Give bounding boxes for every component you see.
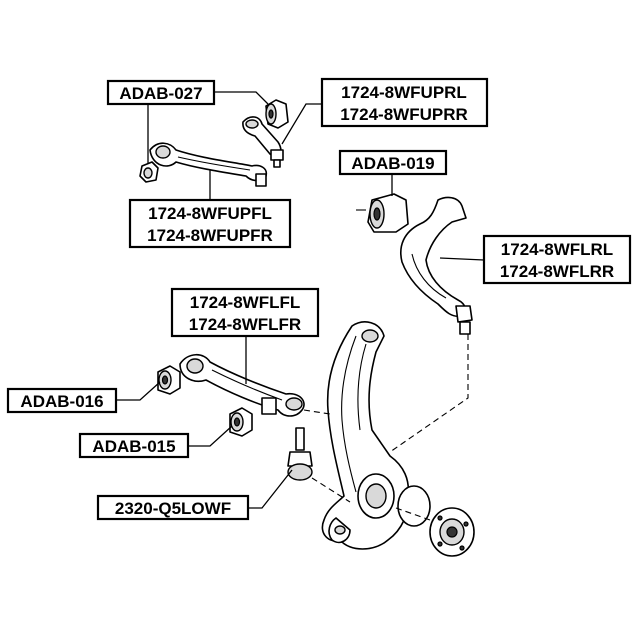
dash-line-3 — [303, 409, 331, 415]
lower-front-bushing-016 — [157, 365, 181, 395]
label-lower-front-arm: 1724-8WFLFL 1724-8WFLFR — [170, 287, 320, 338]
label-upper-front-arm: 1724-8WFUPFL 1724-8WFUPFR — [128, 198, 292, 249]
label-upper-rear-l-text: 1724-8WFUPRL — [341, 83, 467, 102]
label-upper-rear-r-text: 1724-8WFUPRR — [340, 105, 468, 124]
leader-adab-027-top — [214, 91, 269, 105]
label-upper-front-r-text: 1724-8WFUPFR — [147, 226, 273, 245]
label-adab-019: ADAB-019 — [338, 149, 448, 176]
ball-joint — [287, 427, 313, 481]
leader-upper-rear — [281, 103, 322, 145]
label-adab-015-text: ADAB-015 — [92, 437, 175, 456]
label-adab-016-text: ADAB-016 — [20, 392, 103, 411]
leader-lower-rear — [439, 257, 485, 261]
lower-front-bushing-015 — [229, 407, 253, 437]
lower-rear-bushing — [356, 193, 409, 233]
upper-rear-arm — [242, 116, 284, 168]
label-lower-rear-arm: 1724-8WFLRL 1724-8WFLRR — [482, 234, 632, 285]
label-adab-027: ADAB-027 — [106, 79, 216, 106]
lower-front-arm — [179, 353, 305, 417]
label-upper-rear-arm: 1724-8WFUPRL 1724-8WFUPRR — [320, 77, 489, 128]
leader-adab-016 — [116, 381, 161, 401]
label-adab-015: ADAB-015 — [78, 432, 190, 459]
label-adab-019-text: ADAB-019 — [351, 154, 434, 173]
label-upper-front-l-text: 1724-8WFUPFL — [148, 204, 272, 223]
upper-bushing-top — [265, 99, 289, 129]
dash-line-1 — [389, 334, 469, 453]
wheel-hub — [397, 485, 475, 557]
label-ball-joint-text: 2320-Q5LOWF — [115, 499, 231, 518]
label-adab-027-text: ADAB-027 — [119, 84, 202, 103]
steering-knuckle — [321, 321, 410, 550]
label-lower-rear-l-text: 1724-8WFLRL — [501, 240, 613, 259]
leader-adab-015 — [188, 425, 233, 447]
label-adab-016: ADAB-016 — [6, 387, 118, 414]
dash-line-4 — [395, 507, 431, 521]
lower-rear-arm — [400, 196, 473, 335]
upper-bushing-left — [139, 161, 159, 183]
label-ball-joint: 2320-Q5LOWF — [96, 494, 250, 521]
dash-line-2 — [311, 477, 351, 503]
leader-ball-joint — [248, 469, 293, 509]
label-lower-front-l-text: 1724-8WFLFL — [190, 293, 301, 312]
label-lower-rear-r-text: 1724-8WFLRR — [500, 262, 614, 281]
label-lower-front-r-text: 1724-8WFLFR — [189, 315, 301, 334]
upper-front-arm — [149, 142, 268, 187]
